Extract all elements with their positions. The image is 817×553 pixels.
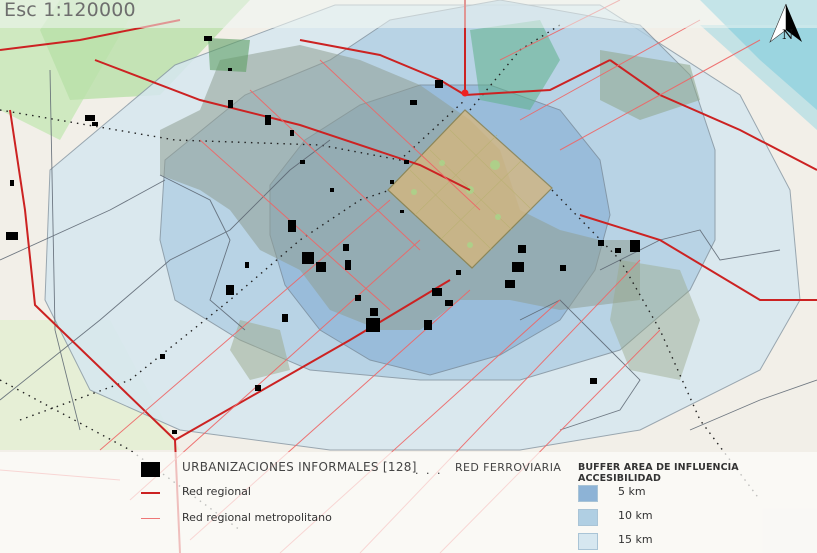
legend-urbanizaciones-label: URBANIZACIONES INFORMALES [128] [182, 460, 417, 474]
park-forest [470, 20, 560, 110]
red-metropolitano-line-icon [141, 518, 160, 519]
water-estuary [700, 25, 817, 130]
road-node [461, 89, 469, 97]
buffer-10km-swatch [578, 509, 598, 526]
buffer-15km-swatch [578, 533, 598, 550]
buffer-15km-label: 15 km [618, 533, 653, 546]
municipal-boundaries [0, 69, 817, 431]
red-ferroviaria-dots-icon: · · · [415, 467, 443, 480]
legend-buffer-title: BUFFER AREA DE INFLUENCIA ACCESIBILIDAD [578, 462, 739, 484]
north-letter: N [782, 28, 794, 43]
park-west [208, 38, 250, 72]
buffer-5km-swatch [578, 485, 598, 502]
north-arrow: N [766, 2, 810, 48]
urban-area-se [610, 260, 700, 380]
legend-red-metropolitano-label: Red regional metropolitano [182, 511, 332, 524]
scale-label: Esc 1:120000 [4, 0, 136, 21]
red-regional-line-icon [141, 492, 160, 494]
urban-area-sw [230, 320, 290, 380]
scale-header: Esc 1:120000 [0, 0, 817, 28]
north-arrow-icon [769, 3, 802, 43]
urbanizaciones-swatch [141, 462, 160, 477]
buffer-10km-label: 10 km [618, 509, 653, 522]
legend-red-ferroviaria-label: RED FERROVIARIA [455, 461, 562, 474]
legend-panel [0, 452, 817, 553]
urbanizaciones-informales[interactable] [6, 36, 640, 434]
legend-red-regional-label: Red regional [182, 485, 251, 498]
buffer-5km-label: 5 km [618, 485, 646, 498]
